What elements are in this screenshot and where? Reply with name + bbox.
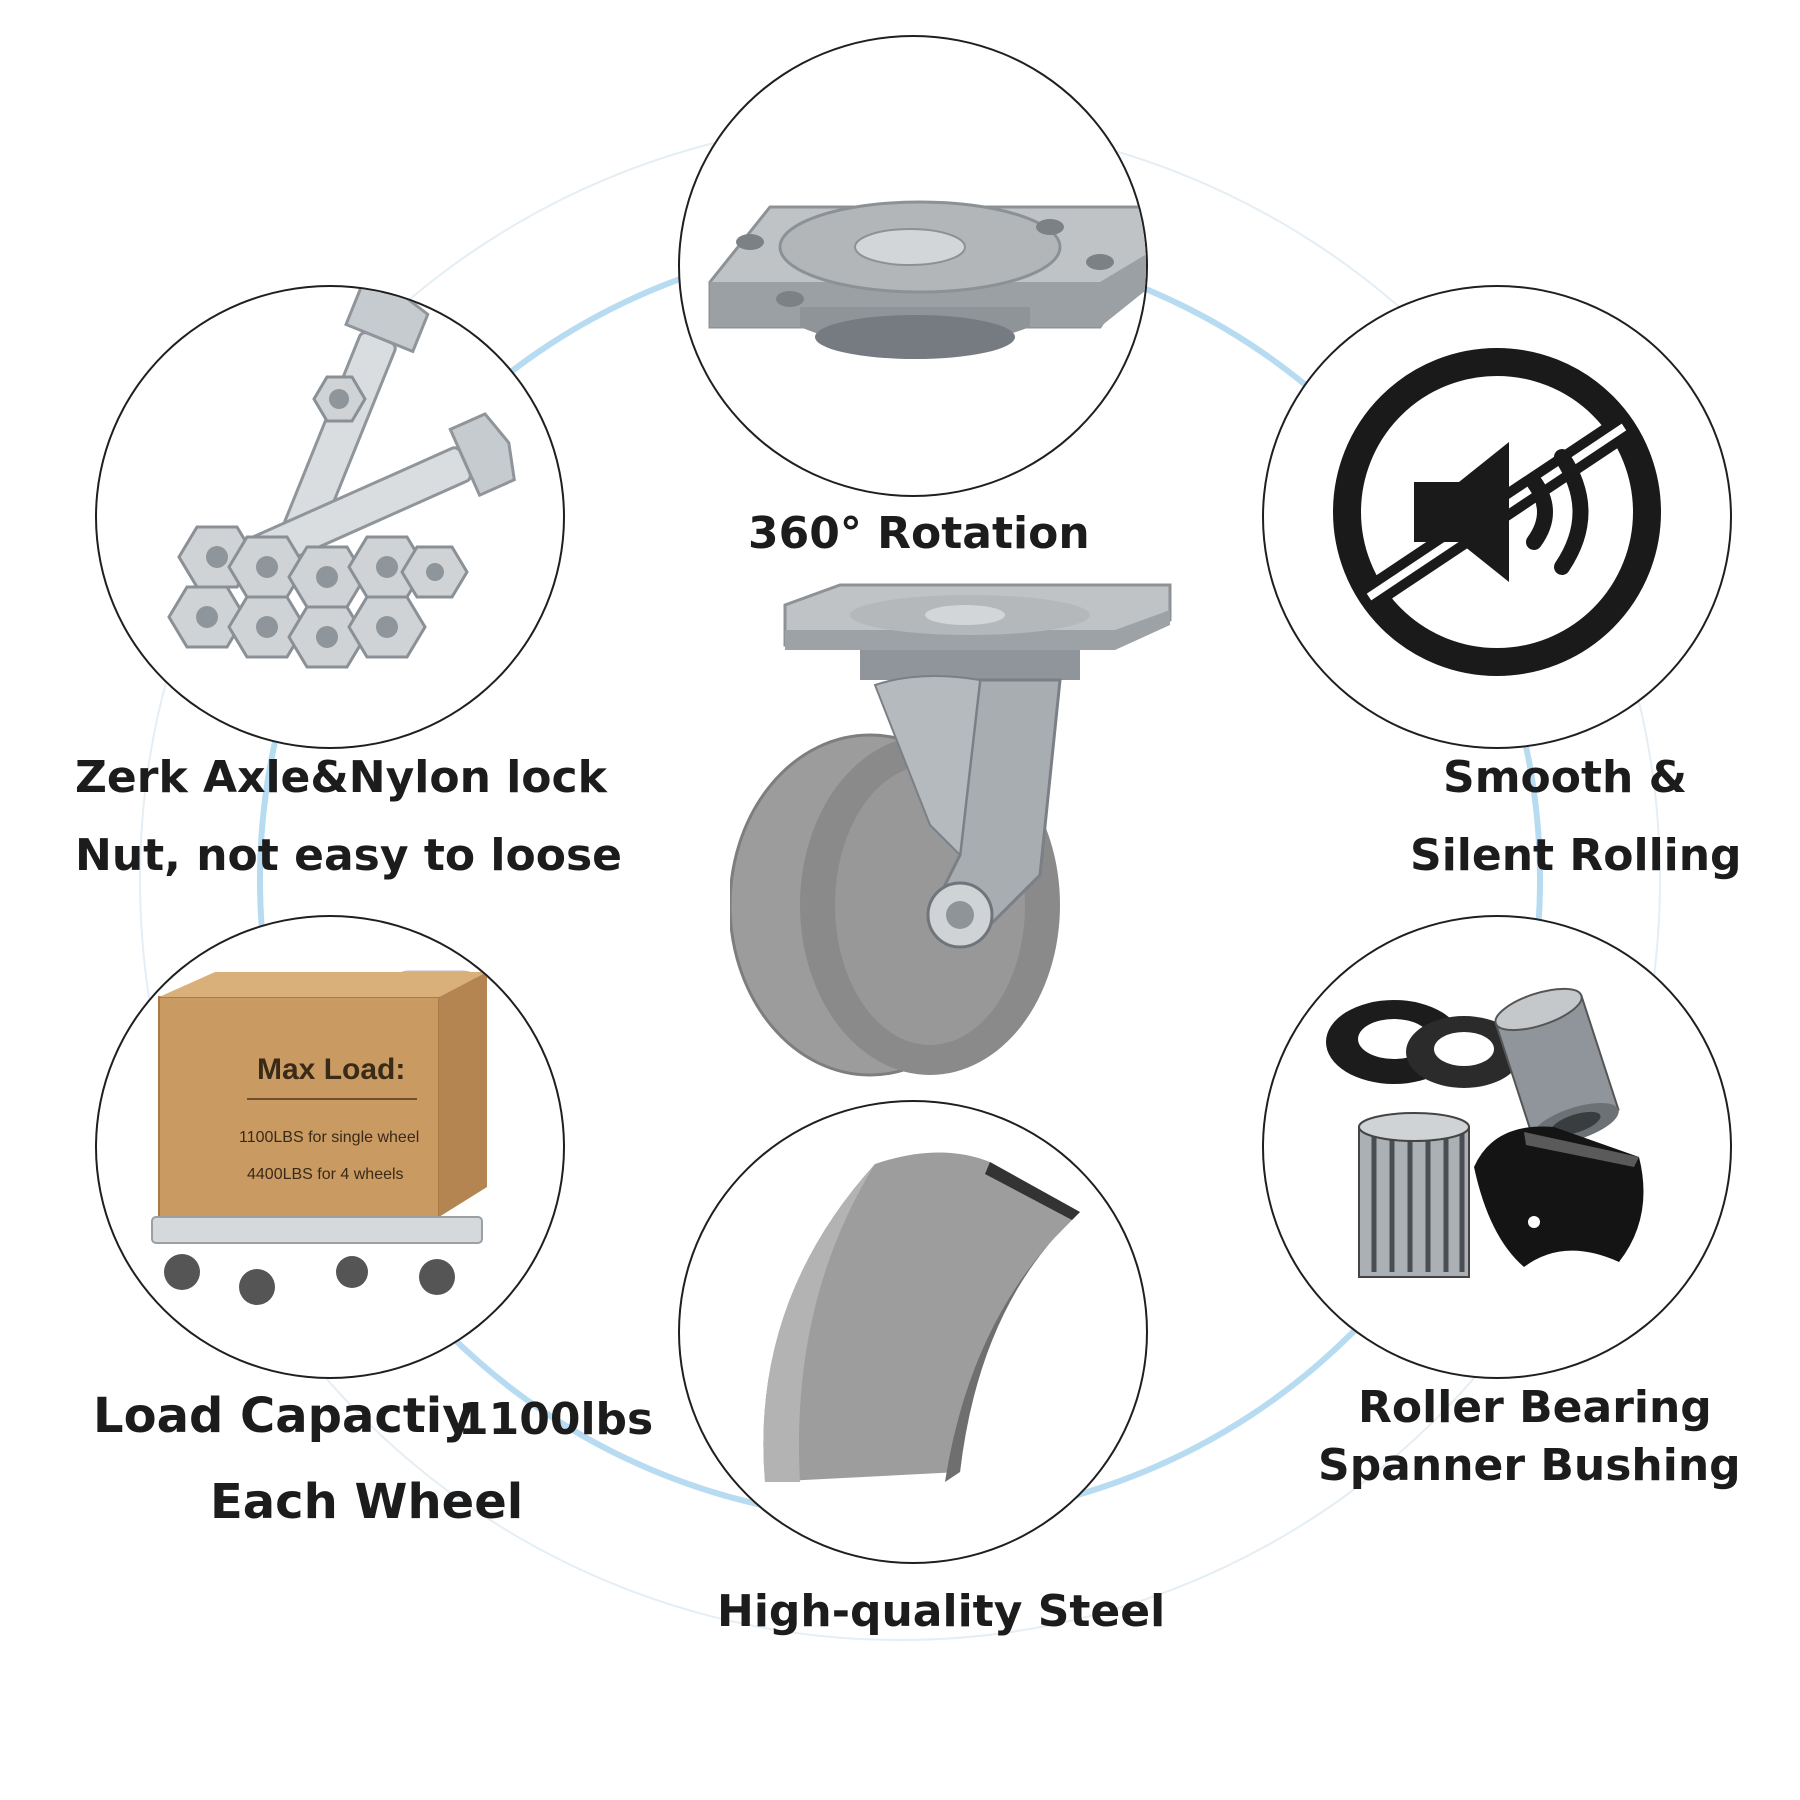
rotation-caption: 360° Rotation <box>748 508 1090 559</box>
silent-caption-line1: Smooth & <box>1443 752 1688 803</box>
caster-wheel-image <box>728 575 1180 1085</box>
axle-caption-line1: Zerk Axle&Nylon lock <box>75 752 607 803</box>
bearing-caption-line2: Spanner Bushing <box>1318 1440 1741 1491</box>
silent-caption-line2: Silent Rolling <box>1410 830 1742 881</box>
load-feature-circle: Max Load: 1100LBS for single wheel 4400L… <box>95 915 565 1379</box>
box-line1: 1100LBS for single wheel <box>239 1129 419 1146</box>
load-caption-line1: Load Capactiy <box>93 1388 474 1444</box>
roller-bearing-icon <box>1326 987 1644 1278</box>
load-caption-line2: Each Wheel <box>210 1474 524 1530</box>
steel-wheel-icon <box>763 1152 1080 1482</box>
silent-feature-circle <box>1262 285 1732 749</box>
steel-caption: High-quality Steel <box>717 1586 1166 1637</box>
bearing-caption-line1: Roller Bearing <box>1358 1382 1712 1433</box>
bolts-nuts-icon <box>167 287 516 669</box>
box-line2: 4400LBS for 4 wheels <box>247 1166 404 1183</box>
bearing-feature-circle <box>1262 915 1732 1379</box>
muted-speaker-icon <box>1333 348 1661 676</box>
load-caption-value: 1100lbs <box>458 1394 654 1445</box>
axle-feature-circle <box>95 285 565 749</box>
swivel-plate-icon <box>708 200 1146 359</box>
rotation-feature-circle <box>678 35 1148 497</box>
axle-caption-line2: Nut, not easy to loose <box>75 830 622 881</box>
caster-wheel-icon <box>728 583 1172 1077</box>
box-title: Max Load: <box>257 1053 405 1086</box>
steel-feature-circle <box>678 1100 1148 1564</box>
cart-box-icon: Max Load: 1100LBS for single wheel 4400L… <box>151 970 487 1305</box>
